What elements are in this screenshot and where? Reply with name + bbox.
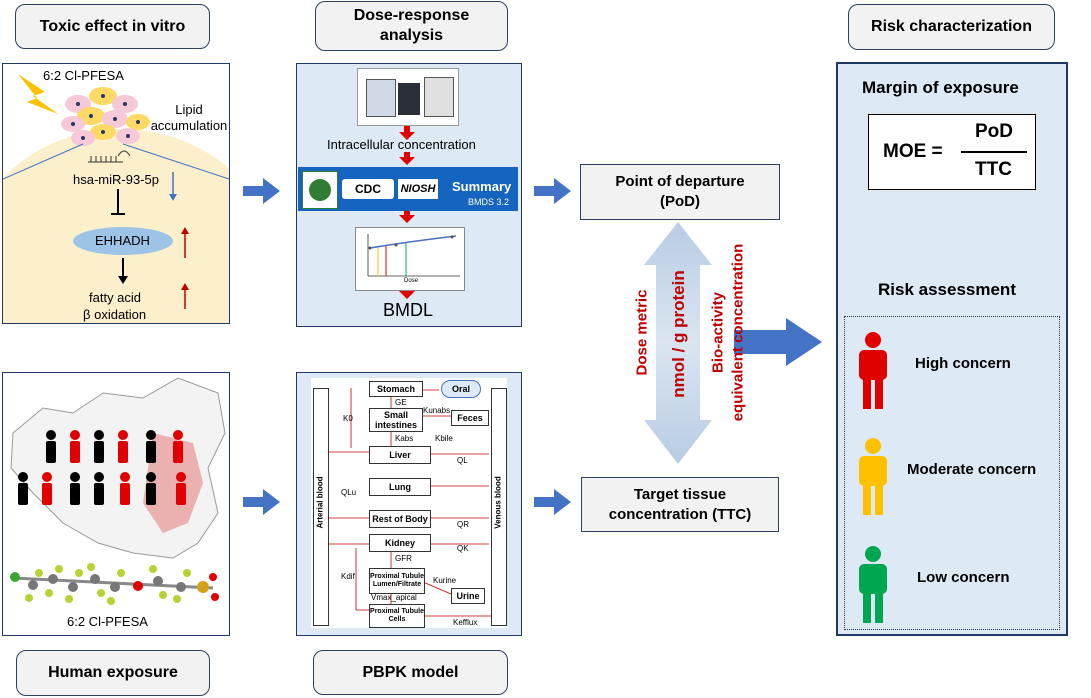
cell-cluster (61, 87, 150, 146)
ehhadh-ellipse (73, 227, 173, 255)
moe-denominator: TTC (975, 159, 1012, 180)
dose-metric-label: Dose metric (633, 289, 651, 376)
stomach-box: Stomach (369, 381, 423, 397)
moderate-concern-label: Moderate concern (907, 461, 1037, 478)
toxic-compound-label: 6:2 Cl-PFESA (43, 68, 124, 83)
venous-blood-bar (491, 388, 507, 626)
instrument-image (357, 68, 459, 126)
label-toxic-effect-text: Toxic effect in vitro (39, 17, 186, 35)
label-pbpk-model: PBPK model (313, 650, 508, 695)
venous-blood-label: Venous blood (493, 476, 503, 529)
label-dose-response-text: Dose-response analysis (353, 7, 470, 44)
mini-axis-x-label: Dose (404, 278, 419, 284)
china-map-illustration (10, 377, 226, 605)
proximal-lumen-box: Proximal Tubule Lumen/Filtrate (369, 568, 425, 594)
human-compound-label: 6:2 Cl-PFESA (67, 614, 148, 629)
qr-label: QR (457, 520, 469, 529)
equivalent-label: equivalent concentration (729, 243, 747, 422)
bmdl-label: BMDL (383, 300, 434, 320)
people-row-2 (18, 472, 186, 505)
moe-label: MOE = (883, 141, 943, 162)
ge-label: GE (395, 398, 407, 407)
arterial-blood-label: Arterial blood (315, 476, 325, 529)
mirna-label: hsa-miR-93-5p (73, 172, 159, 187)
molecule-model (10, 563, 219, 605)
pbpk-inner: Arterial blood Venous blood Stomach Oral… (311, 378, 507, 628)
moe-numerator: PoD (975, 121, 1013, 142)
kdif-label: Kdif (341, 572, 355, 581)
pod-box: Point of departure (PoD) (580, 164, 780, 220)
risk-panel: Margin of exposure MOE = PoD TTC Risk as… (836, 62, 1068, 636)
arterial-blood-bar (313, 388, 329, 626)
label-toxic-effect: Toxic effect in vitro (15, 4, 210, 49)
ttc-box-text: Target tissue concentration (TTC) (608, 485, 752, 523)
small-intestines-box: Small intestines (369, 408, 423, 432)
dose-response-panel: Intracellular concentration CDC NIOSH Su… (296, 63, 522, 327)
pbpk-panel: Arterial blood Venous blood Stomach Oral… (296, 372, 522, 636)
beta-oxidation-label: β oxidation (83, 307, 147, 322)
margin-of-exposure-title: Margin of exposure (862, 78, 1019, 97)
gfr-label: GFR (395, 554, 412, 563)
kabs-label: Kabs (395, 434, 414, 443)
liver-box: Liver (369, 446, 431, 464)
oral-box: Oral (441, 380, 481, 398)
bmd-curve-svg (367, 234, 460, 277)
intracellular-label: Intracellular concentration (327, 137, 476, 152)
bmds-banner: CDC NIOSH Summary BMDS 3.2 (298, 167, 518, 211)
label-human-exposure-text: Human exposure (48, 664, 178, 681)
bmds-version-label: BMDS 3.2 (468, 197, 510, 207)
kurine-label: Kurine (433, 576, 457, 585)
kunabs-label: Kunabs (423, 406, 451, 415)
k0-label: K0 (343, 414, 353, 423)
rest-of-body-box: Rest of Body (369, 510, 431, 528)
summary-label: Summary (452, 179, 512, 194)
ehhadh-label: EHHADH (95, 233, 150, 248)
cdc-text: CDC (355, 182, 381, 196)
vmax-label: Vmax_apical (371, 593, 417, 602)
risk-assessment-title: Risk assessment (878, 280, 1016, 299)
proximal-cells-box: Proximal Tubule Cells (369, 604, 425, 628)
qk-label: QK (457, 544, 469, 553)
lung-box: Lung (369, 478, 431, 496)
label-risk-characterization-text: Risk characterization (871, 18, 1032, 35)
people-row-1 (46, 430, 183, 463)
lightning-bolt (18, 74, 58, 114)
urine-box: Urine (451, 588, 485, 604)
niosh-text: NIOSH (400, 183, 436, 195)
nmol-label: nmol / g protein (669, 270, 688, 398)
ql-label: QL (457, 456, 468, 465)
human-exposure-panel: 6:2 Cl-PFESA (2, 372, 230, 636)
label-human-exposure: Human exposure (16, 650, 210, 696)
fatty-acid-label: fatty acid (89, 290, 142, 305)
kidney-box: Kidney (369, 534, 431, 552)
cdc-logo-icon: CDC (342, 179, 394, 199)
niosh-logo-icon: NIOSH (398, 179, 438, 199)
map-highlight (143, 433, 203, 533)
label-risk-characterization: Risk characterization (848, 4, 1055, 50)
bmd-curve-image: Dose (355, 227, 465, 291)
ttc-box: Target tissue concentration (TTC) (581, 477, 779, 532)
feces-box: Feces (451, 410, 489, 426)
kefflux-label: Kefflux (453, 618, 478, 627)
low-concern-label: Low concern (917, 569, 1010, 586)
toxic-panel: 6:2 Cl-PFESA Lipid accumulation hsa-miR-… (2, 63, 230, 324)
qlu-label: QLu (341, 488, 357, 497)
epa-logo-icon (302, 171, 338, 209)
label-dose-response: Dose-response analysis (315, 1, 508, 51)
cell-illustration (3, 74, 229, 323)
lipid-accumulation-text: Lipid accumulation (150, 102, 228, 133)
moe-formula-box: MOE = PoD TTC (868, 114, 1036, 190)
kbile-label: Kbile (435, 434, 453, 443)
lipid-accumulation-label: Lipid accumulation (149, 102, 229, 134)
high-concern-label: High concern (915, 355, 1011, 372)
pod-box-text: Point of departure (PoD) (615, 173, 745, 210)
fraction-line (961, 151, 1027, 153)
label-pbpk-model-text: PBPK model (362, 663, 459, 681)
bioactivity-label: Bio-activity (709, 292, 727, 373)
moderate-concern-person-icon (859, 438, 887, 515)
concern-box: High concern Moderate concern Low concer… (844, 316, 1060, 630)
high-concern-person-icon (859, 332, 887, 409)
low-concern-person-icon (859, 546, 887, 623)
